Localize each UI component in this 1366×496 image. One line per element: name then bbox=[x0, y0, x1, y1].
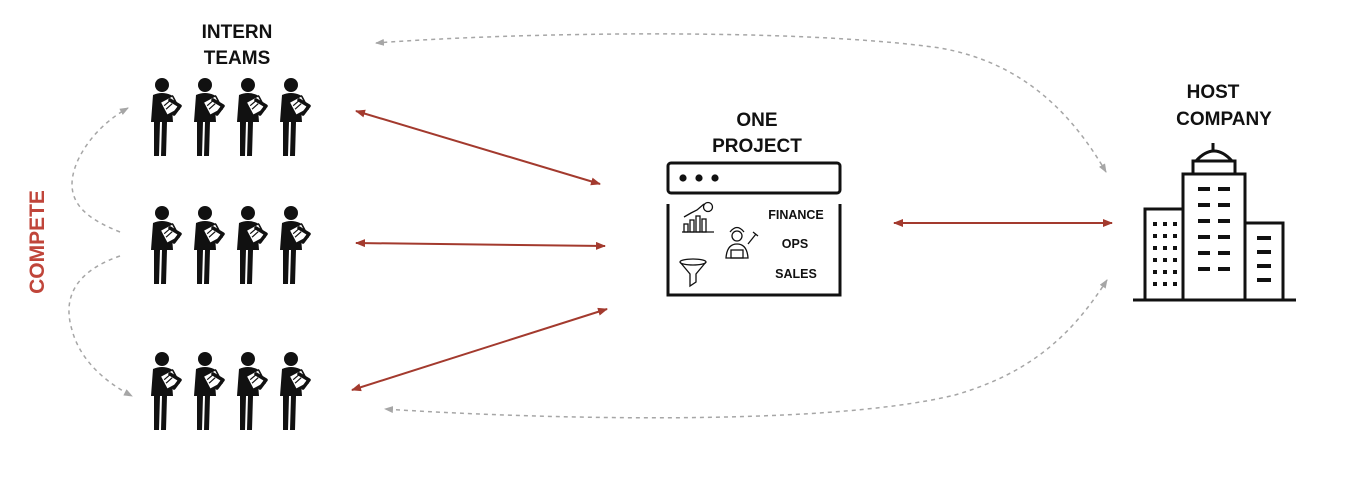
intern-group-icon bbox=[151, 352, 309, 430]
arrow-team2-project bbox=[355, 239, 606, 250]
dashed-arrow-host-team3 bbox=[384, 279, 1108, 419]
project-window-titlebar bbox=[666, 161, 842, 195]
host-title-line1: HOST bbox=[1187, 82, 1240, 103]
intern-teams-title-line1: INTERN bbox=[202, 22, 273, 43]
arrow-team1-project bbox=[355, 109, 601, 186]
compete-arrow-upper bbox=[71, 107, 129, 233]
intern-team-3 bbox=[151, 352, 309, 430]
project-window: FINANCE OPS SALES bbox=[666, 161, 842, 297]
intern-team-2 bbox=[151, 206, 309, 284]
project-title-line1: ONE bbox=[736, 110, 777, 131]
host-title-line2: COMPANY bbox=[1176, 109, 1272, 130]
department-sales: SALES bbox=[775, 267, 817, 281]
department-ops: OPS bbox=[782, 237, 808, 251]
arrow-team3-project bbox=[351, 307, 608, 392]
bar-chart-icon bbox=[682, 201, 714, 233]
compete-label: COMPETE bbox=[26, 190, 49, 294]
project-title-line2: PROJECT bbox=[712, 136, 802, 157]
department-finance: FINANCE bbox=[768, 208, 824, 222]
window-dot-icon bbox=[679, 174, 687, 182]
intern-group-icon bbox=[151, 78, 309, 156]
building-windows bbox=[1153, 187, 1271, 286]
office-building-icon bbox=[1133, 143, 1296, 302]
funnel-icon bbox=[679, 258, 707, 288]
window-dot-icon bbox=[711, 174, 719, 182]
compete-arrow-lower bbox=[68, 255, 133, 397]
intern-team-1 bbox=[151, 78, 309, 156]
intern-teams-title-line2: TEAMS bbox=[204, 48, 271, 69]
worker-icon bbox=[725, 226, 759, 259]
window-dot-icon bbox=[695, 174, 703, 182]
intern-group-icon bbox=[151, 206, 309, 284]
